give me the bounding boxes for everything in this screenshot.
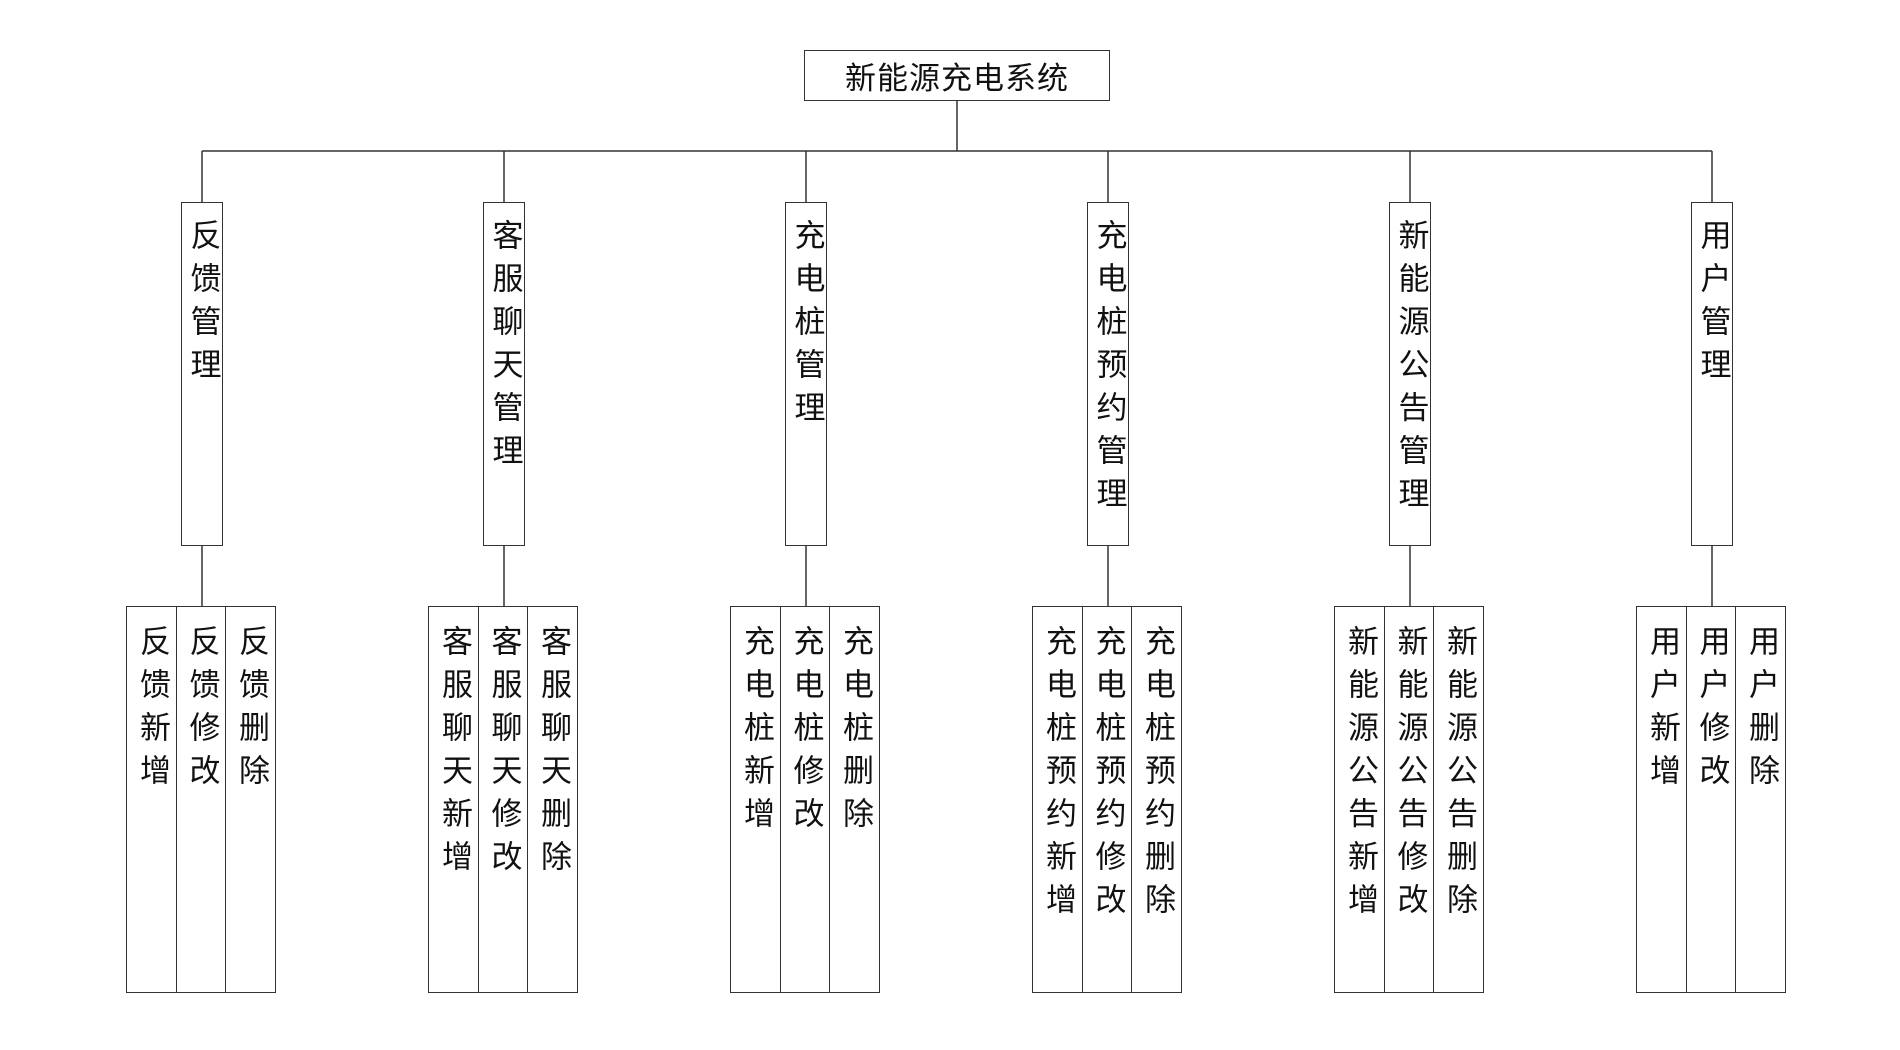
leaf-node-label: 充电桩预约删除 bbox=[1139, 625, 1175, 926]
leaf-node-label: 用户删除 bbox=[1743, 625, 1779, 797]
module-node-pile-reservation: 充电桩预约管理 bbox=[1087, 202, 1129, 546]
leaf-node-charging-pile-delete: 充电桩删除 bbox=[829, 606, 880, 993]
root-node-label: 新能源充电系统 bbox=[845, 61, 1069, 97]
module-node-service-chat: 客服聊天管理 bbox=[483, 202, 525, 546]
module-node-label: 充电桩预约管理 bbox=[1090, 219, 1127, 520]
leaf-node-service-chat-delete: 客服聊天删除 bbox=[527, 606, 578, 993]
leaf-node-label: 用户新增 bbox=[1644, 625, 1680, 797]
leaf-node-label: 反馈新增 bbox=[134, 625, 170, 797]
leaf-node-service-chat-edit: 客服聊天修改 bbox=[477, 606, 529, 993]
module-node-charging-pile: 充电桩管理 bbox=[785, 202, 827, 546]
leaf-node-user-add: 用户新增 bbox=[1636, 606, 1687, 993]
leaf-node-label: 客服聊天新增 bbox=[436, 625, 472, 883]
module-node-label: 用户管理 bbox=[1694, 219, 1731, 391]
leaf-node-announcement-edit: 新能源公告修改 bbox=[1383, 606, 1435, 993]
leaf-node-label: 充电桩新增 bbox=[738, 625, 774, 840]
leaf-node-pile-reservation-delete: 充电桩预约删除 bbox=[1131, 606, 1182, 993]
leaf-node-label: 充电桩修改 bbox=[787, 625, 824, 840]
leaf-node-pile-reservation-add: 充电桩预约新增 bbox=[1032, 606, 1083, 993]
leaf-node-label: 新能源公告修改 bbox=[1391, 625, 1428, 926]
leaf-node-label: 新能源公告删除 bbox=[1441, 625, 1477, 926]
leaf-node-charging-pile-add: 充电桩新增 bbox=[730, 606, 781, 993]
leaf-node-service-chat-add: 客服聊天新增 bbox=[428, 606, 479, 993]
leaf-node-label: 新能源公告新增 bbox=[1342, 625, 1378, 926]
leaf-node-label: 充电桩预约新增 bbox=[1040, 625, 1076, 926]
leaf-node-label: 充电桩删除 bbox=[837, 625, 873, 840]
module-node-feedback: 反馈管理 bbox=[181, 202, 223, 546]
leaf-group-user: 用户新增 用户修改 用户删除 bbox=[1636, 606, 1786, 993]
module-node-label: 新能源公告管理 bbox=[1392, 219, 1429, 520]
leaf-node-announcement-delete: 新能源公告删除 bbox=[1433, 606, 1484, 993]
leaf-node-feedback-edit: 反馈修改 bbox=[175, 606, 227, 993]
module-node-announcement: 新能源公告管理 bbox=[1389, 202, 1431, 546]
leaf-node-announcement-add: 新能源公告新增 bbox=[1334, 606, 1385, 993]
leaf-group-pile-reservation: 充电桩预约新增 充电桩预约修改 充电桩预约删除 bbox=[1032, 606, 1182, 993]
module-node-label: 反馈管理 bbox=[184, 219, 221, 391]
leaf-group-announcement: 新能源公告新增 新能源公告修改 新能源公告删除 bbox=[1334, 606, 1484, 993]
leaf-node-label: 客服聊天修改 bbox=[485, 625, 522, 883]
leaf-node-feedback-add: 反馈新增 bbox=[126, 606, 177, 993]
leaf-group-service-chat: 客服聊天新增 客服聊天修改 客服聊天删除 bbox=[428, 606, 578, 993]
leaf-node-label: 充电桩预约修改 bbox=[1089, 625, 1126, 926]
leaf-node-label: 反馈修改 bbox=[183, 625, 220, 797]
leaf-node-label: 用户修改 bbox=[1693, 625, 1730, 797]
root-node: 新能源充电系统 bbox=[804, 50, 1110, 101]
module-node-user: 用户管理 bbox=[1691, 202, 1733, 546]
leaf-node-label: 反馈删除 bbox=[233, 625, 269, 797]
leaf-node-label: 客服聊天删除 bbox=[535, 625, 571, 883]
module-node-label: 客服聊天管理 bbox=[486, 219, 523, 477]
leaf-group-feedback: 反馈新增 反馈修改 反馈删除 bbox=[126, 606, 276, 993]
leaf-node-pile-reservation-edit: 充电桩预约修改 bbox=[1081, 606, 1133, 993]
leaf-group-charging-pile: 充电桩新增 充电桩修改 充电桩删除 bbox=[730, 606, 880, 993]
leaf-node-charging-pile-edit: 充电桩修改 bbox=[779, 606, 831, 993]
module-node-label: 充电桩管理 bbox=[788, 219, 825, 434]
leaf-node-user-edit: 用户修改 bbox=[1685, 606, 1737, 993]
leaf-node-feedback-delete: 反馈删除 bbox=[225, 606, 276, 993]
leaf-node-user-delete: 用户删除 bbox=[1735, 606, 1786, 993]
